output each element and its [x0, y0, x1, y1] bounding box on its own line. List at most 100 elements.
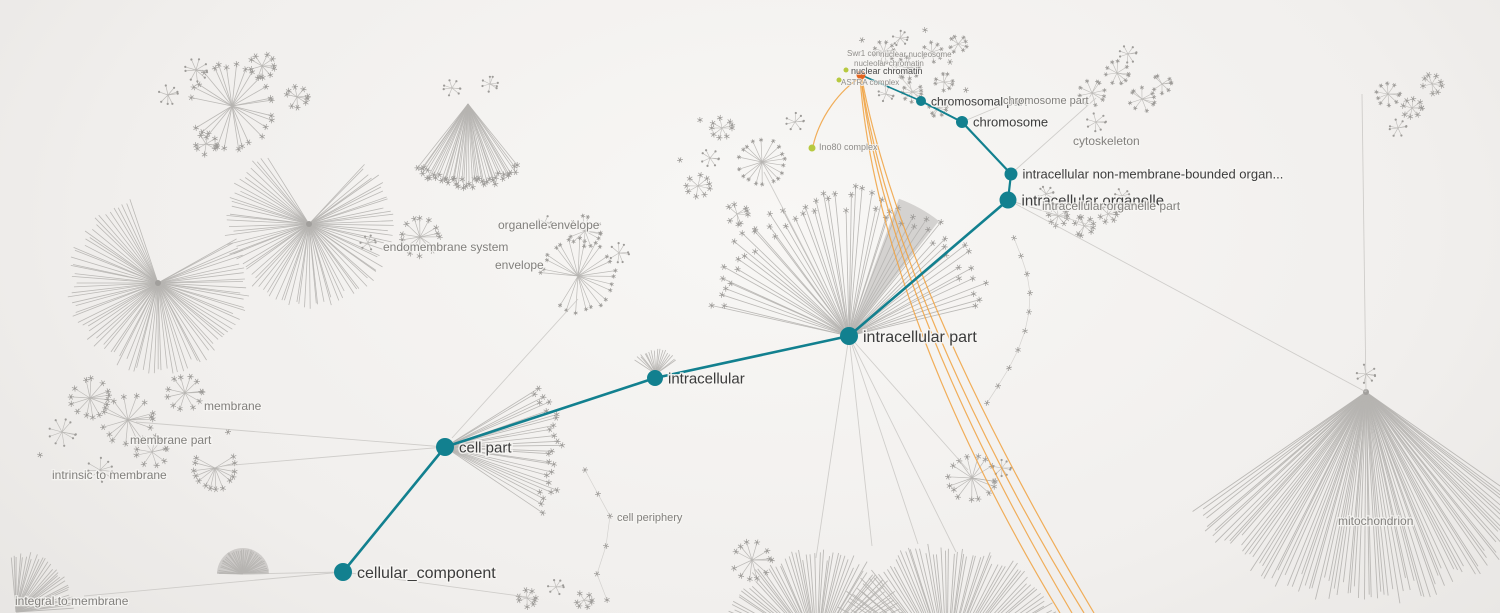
- leaf-node-icon: [725, 203, 732, 210]
- leaf-node-icon: [938, 51, 944, 57]
- leaf-node-icon: [1054, 203, 1061, 210]
- leaf-node-icon: [889, 43, 894, 48]
- term-cluster: [1400, 95, 1426, 120]
- leaf-node-icon: [771, 138, 776, 144]
- leaf-node-icon: [120, 393, 127, 400]
- term-cluster: [894, 54, 922, 81]
- term-label-gray[interactable]: cytoskeleton: [1072, 133, 1141, 150]
- clusters-layer: [10, 29, 1500, 613]
- leaf-node-icon: [515, 597, 523, 604]
- leaf-node-icon: [944, 104, 949, 109]
- leaf-node-icon: [1113, 209, 1120, 216]
- term-label-cellular_component[interactable]: cellular_component: [356, 563, 498, 583]
- term-label-gray[interactable]: organelle envelope: [497, 217, 601, 234]
- leaf-node-icon: [916, 65, 921, 71]
- leaf-node-icon: [512, 169, 519, 176]
- term-label-chromosomal_part[interactable]: chromosomal part: [930, 93, 1030, 110]
- term-node-chromosomal_part[interactable]: [916, 96, 926, 106]
- term-label-gray[interactable]: intrinsic to membrane: [51, 467, 169, 484]
- term-label-intracellular_organelle[interactable]: intracellular organelle: [1020, 191, 1166, 211]
- term-cluster: [164, 373, 206, 413]
- leaf-node-icon: [710, 131, 717, 138]
- term-label-gray[interactable]: envelope: [494, 257, 546, 274]
- term-node-swr1_complex[interactable]: [843, 67, 849, 73]
- leaf-node-icon: [1078, 85, 1083, 90]
- leaf-node-icon: [965, 248, 972, 255]
- leaf-node-icon: [247, 66, 254, 73]
- leaf-node-icon: [869, 189, 875, 196]
- leaf-node-icon: [963, 39, 968, 44]
- term-label-gray[interactable]: chromosome part: [1002, 94, 1090, 109]
- term-label-chromosome[interactable]: chromosome: [972, 113, 1050, 131]
- term-label-gray[interactable]: integral to membrane: [14, 593, 130, 610]
- leaf-node-icon: [36, 452, 44, 458]
- term-label-tiny[interactable]: Swr1 complex: [846, 48, 898, 59]
- leaf-node-icon: [494, 170, 502, 177]
- leaf-node-icon: [991, 478, 998, 485]
- term-label-gray[interactable]: intracellular organelle part: [1041, 198, 1182, 215]
- term-label-tiny[interactable]: Ino80 complex: [818, 141, 879, 153]
- leaf-node-icon: [252, 53, 259, 60]
- leaf-node-icon: [199, 389, 206, 396]
- term-node-intracellular_organelle[interactable]: [999, 191, 1017, 209]
- leaf-node-icon: [1421, 75, 1428, 82]
- term-node-cellular_component[interactable]: [334, 563, 352, 581]
- term-node-chromosome[interactable]: [956, 116, 968, 128]
- leaf-node-icon: [883, 40, 889, 45]
- leaf-node-icon: [438, 177, 445, 184]
- term-node-intracellular_nmb_organelle[interactable]: [1004, 167, 1018, 181]
- term-label-gray[interactable]: membrane part: [129, 432, 214, 449]
- term-label-gray[interactable]: membrane: [203, 398, 263, 415]
- leaf-node-icon: [219, 485, 226, 492]
- term-label-intracellular_nmb_organelle[interactable]: intracellular non-membrane-bounded organ…: [1021, 165, 1285, 183]
- leaf-node-icon: [753, 575, 760, 582]
- leaf-node-icon: [697, 172, 704, 179]
- leaf-node-icon: [766, 210, 773, 217]
- term-node-ino80_complex[interactable]: [808, 144, 816, 152]
- leaf-node-icon: [110, 398, 117, 405]
- term-cluster: [725, 201, 751, 228]
- graph-edge: [1010, 97, 1097, 175]
- term-node-intracellular_part[interactable]: [840, 327, 858, 345]
- leaf-node-icon: [743, 538, 750, 546]
- term-cluster: [1151, 73, 1174, 96]
- term-node-chromatin[interactable]: [856, 70, 866, 80]
- leaf-node-icon: [943, 107, 949, 113]
- leaf-node-icon: [102, 405, 109, 411]
- leaf-node-icon: [776, 144, 782, 149]
- term-node-cell_part[interactable]: [436, 438, 454, 456]
- term-label-tiny[interactable]: nucleolar chromatin: [853, 58, 924, 69]
- leaf-node-icon: [230, 453, 237, 460]
- term-label-gray[interactable]: endomembrane system: [382, 239, 510, 256]
- term-node-intracellular[interactable]: [647, 370, 663, 386]
- term-cluster: [359, 234, 377, 251]
- term-label-tiny[interactable]: nuclear nucleosome: [879, 49, 953, 60]
- leaf-node-icon: [153, 462, 160, 469]
- leaf-node-icon: [545, 252, 550, 258]
- selected-path-edge: [443, 376, 657, 449]
- leaf-node-icon: [909, 213, 916, 221]
- leaf-node-icon: [1378, 100, 1383, 106]
- leaf-node-icon: [444, 179, 452, 186]
- term-label-tiny[interactable]: nuclear chromatin: [850, 65, 923, 77]
- leaf-node-icon: [1105, 65, 1110, 71]
- term-label-intracellular[interactable]: intracellular: [667, 369, 747, 389]
- term-label-intracellular_part[interactable]: intracellular part: [862, 327, 979, 347]
- term-label-gray[interactable]: mitochondrion: [1337, 513, 1415, 530]
- leaf-node-icon: [604, 254, 610, 259]
- leaf-node-icon: [1139, 85, 1145, 90]
- term-cluster: [1388, 118, 1408, 137]
- leaf-node-icon: [262, 83, 270, 90]
- term-label-gray[interactable]: cell periphery: [616, 511, 684, 526]
- leaf-node-icon: [824, 195, 832, 202]
- leaf-node-icon: [1048, 218, 1055, 226]
- leaf-node-icon: [471, 175, 478, 182]
- term-label-tiny[interactable]: ASTRA complex: [840, 77, 900, 88]
- term-node-astra_complex[interactable]: [836, 77, 842, 83]
- leaf-node-icon: [288, 103, 295, 110]
- leaf-node-icon: [1110, 216, 1117, 223]
- term-label-cell_part[interactable]: cell part: [458, 438, 514, 458]
- leaf-node-icon: [294, 104, 301, 111]
